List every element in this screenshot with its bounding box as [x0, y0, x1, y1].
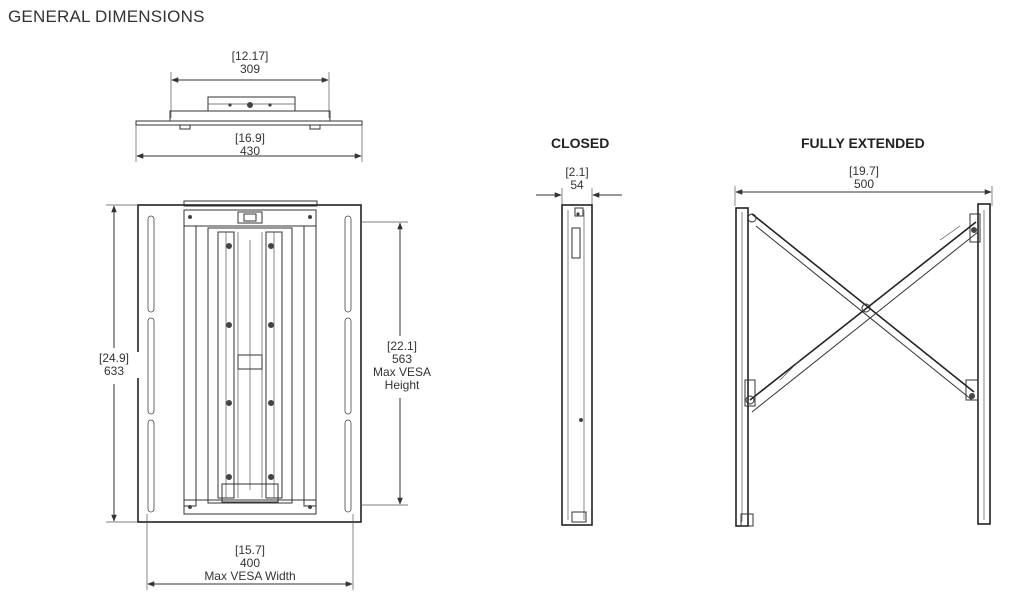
extended-view — [734, 186, 993, 527]
top-width-mm: 309 — [239, 62, 261, 76]
top-overall-inches: [16.9] — [234, 131, 266, 145]
vesa-height-caption-2: Height — [384, 378, 420, 392]
front-view — [106, 200, 408, 590]
top-overall-mm: 430 — [239, 144, 261, 158]
vesa-height-mm: 563 — [391, 352, 413, 366]
top-width-inches: [12.17] — [231, 49, 269, 63]
top-overall-label: [16.9] 430 — [222, 132, 278, 158]
vesa-height-label: [22.1] 563 Max VESA Height — [366, 340, 438, 392]
closed-view-title: CLOSED — [551, 135, 610, 151]
page-title: GENERAL DIMENSIONS — [8, 7, 205, 26]
extended-view-title: FULLY EXTENDED — [801, 135, 925, 151]
vesa-height-inches: [22.1] — [386, 339, 418, 353]
closed-depth-label: [2.1] 54 — [556, 166, 598, 192]
vesa-width-mm: 400 — [239, 556, 261, 570]
vesa-width-caption: Max VESA Width — [204, 569, 296, 583]
closed-view — [536, 188, 622, 526]
extended-depth-inches: [19.7] — [848, 164, 880, 178]
vesa-height-caption-1: Max VESA — [372, 365, 432, 379]
front-height-mm: 633 — [103, 364, 125, 378]
top-width-label: [12.17] 309 — [222, 50, 278, 76]
front-height-inches: [24.9] — [98, 351, 130, 365]
extended-depth-label: [19.7] 500 — [836, 165, 892, 191]
closed-depth-inches: [2.1] — [565, 165, 589, 179]
extended-depth-mm: 500 — [853, 177, 875, 191]
vesa-width-label: [15.7] 400 Max VESA Width — [190, 544, 310, 583]
top-view — [135, 72, 363, 162]
vesa-width-inches: [15.7] — [234, 543, 266, 557]
front-height-label: [24.9] 633 — [88, 352, 140, 378]
closed-depth-mm: 54 — [570, 178, 584, 192]
